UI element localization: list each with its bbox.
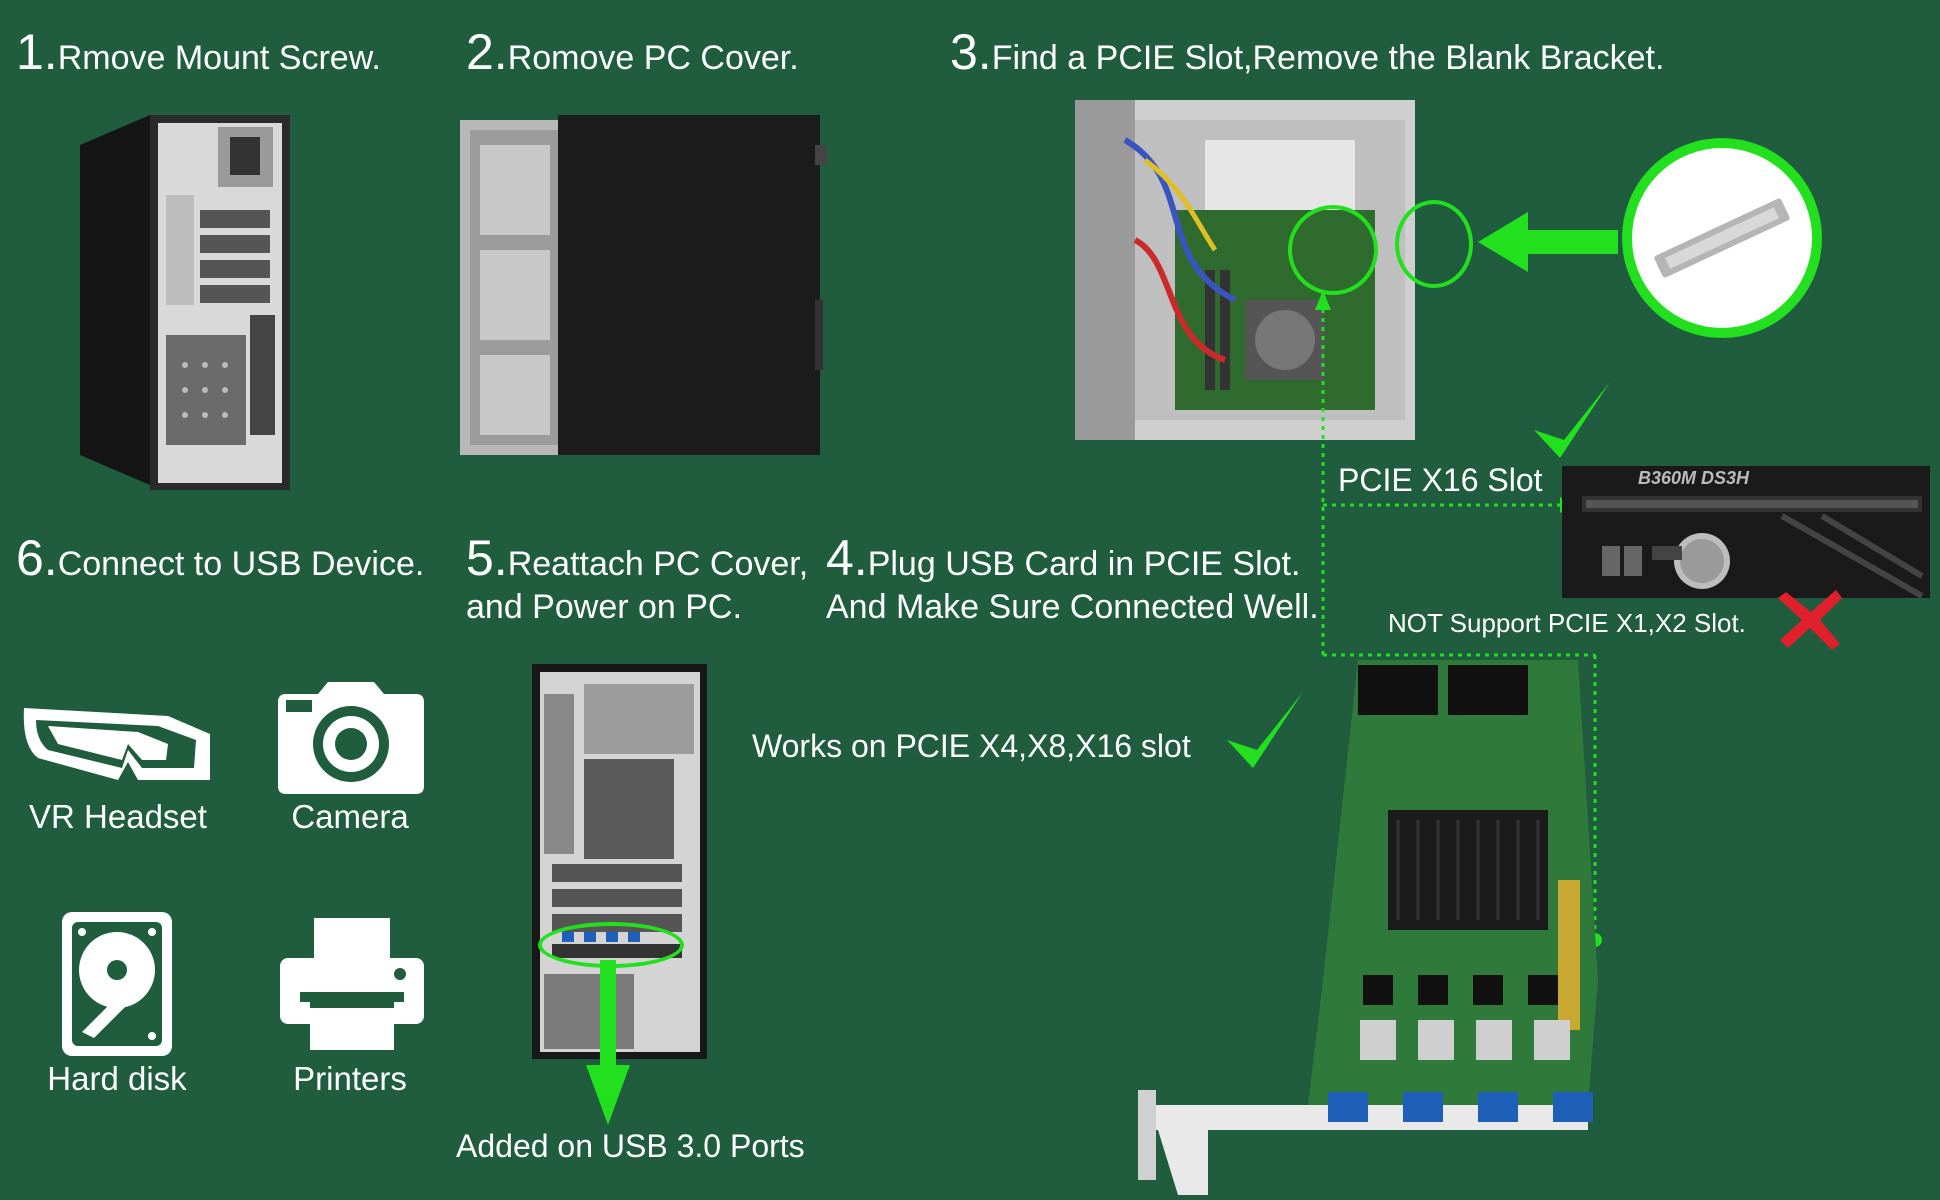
blank-bracket-icon [1654, 198, 1790, 278]
motherboard-slot-image: B360M DS3H [1562, 466, 1930, 598]
step-3-heading: 3.Find a PCIE Slot,Remove the Blank Brac… [950, 24, 1665, 80]
left-arrow-icon [1478, 212, 1618, 272]
vr-headset-label: VR Headset [29, 798, 207, 835]
checkmark-works-icon [1225, 690, 1305, 780]
not-support-label: NOT Support PCIE X1,X2 Slot. [1388, 608, 1746, 638]
open-pc-image [1075, 100, 1415, 440]
camera-label: Camera [291, 798, 409, 835]
camera-icon [278, 678, 424, 794]
usb-pcie-card-image [1138, 660, 1698, 1195]
pc-side-cover-image [460, 115, 830, 460]
hard-disk-label: Hard disk [47, 1060, 187, 1097]
bracket-slot-highlight [1395, 200, 1473, 288]
step-5-heading: 5.Reattach PC Cover,and Power on PC. [466, 530, 809, 626]
works-on-label: Works on PCIE X4,X8,X16 slot [752, 728, 1191, 764]
pcie-slot-highlight [1288, 205, 1378, 295]
vr-headset-icon [18, 696, 214, 788]
down-arrow-icon [586, 960, 630, 1125]
pcie-x16-slot-label: PCIE X16 Slot [1338, 462, 1543, 498]
cross-icon [1778, 588, 1844, 650]
step-2-heading: 2.Romove PC Cover. [466, 24, 799, 80]
step-1-heading: 1.Rmove Mount Screw. [16, 24, 381, 80]
hard-disk-icon [62, 912, 172, 1056]
blank-bracket-circle [1622, 138, 1822, 338]
printer-icon [280, 918, 424, 1050]
checkmark-top-icon [1532, 380, 1612, 470]
pc-tower-back-image [80, 115, 300, 495]
step-6-heading: 6.Connect to USB Device. [16, 530, 425, 586]
printers-label: Printers [293, 1060, 407, 1097]
motherboard-model-text: B360M DS3H [1638, 468, 1750, 488]
step-4-heading: 4.Plug USB Card in PCIE Slot.And Make Su… [826, 530, 1319, 626]
added-ports-label: Added on USB 3.0 Ports [456, 1128, 805, 1164]
